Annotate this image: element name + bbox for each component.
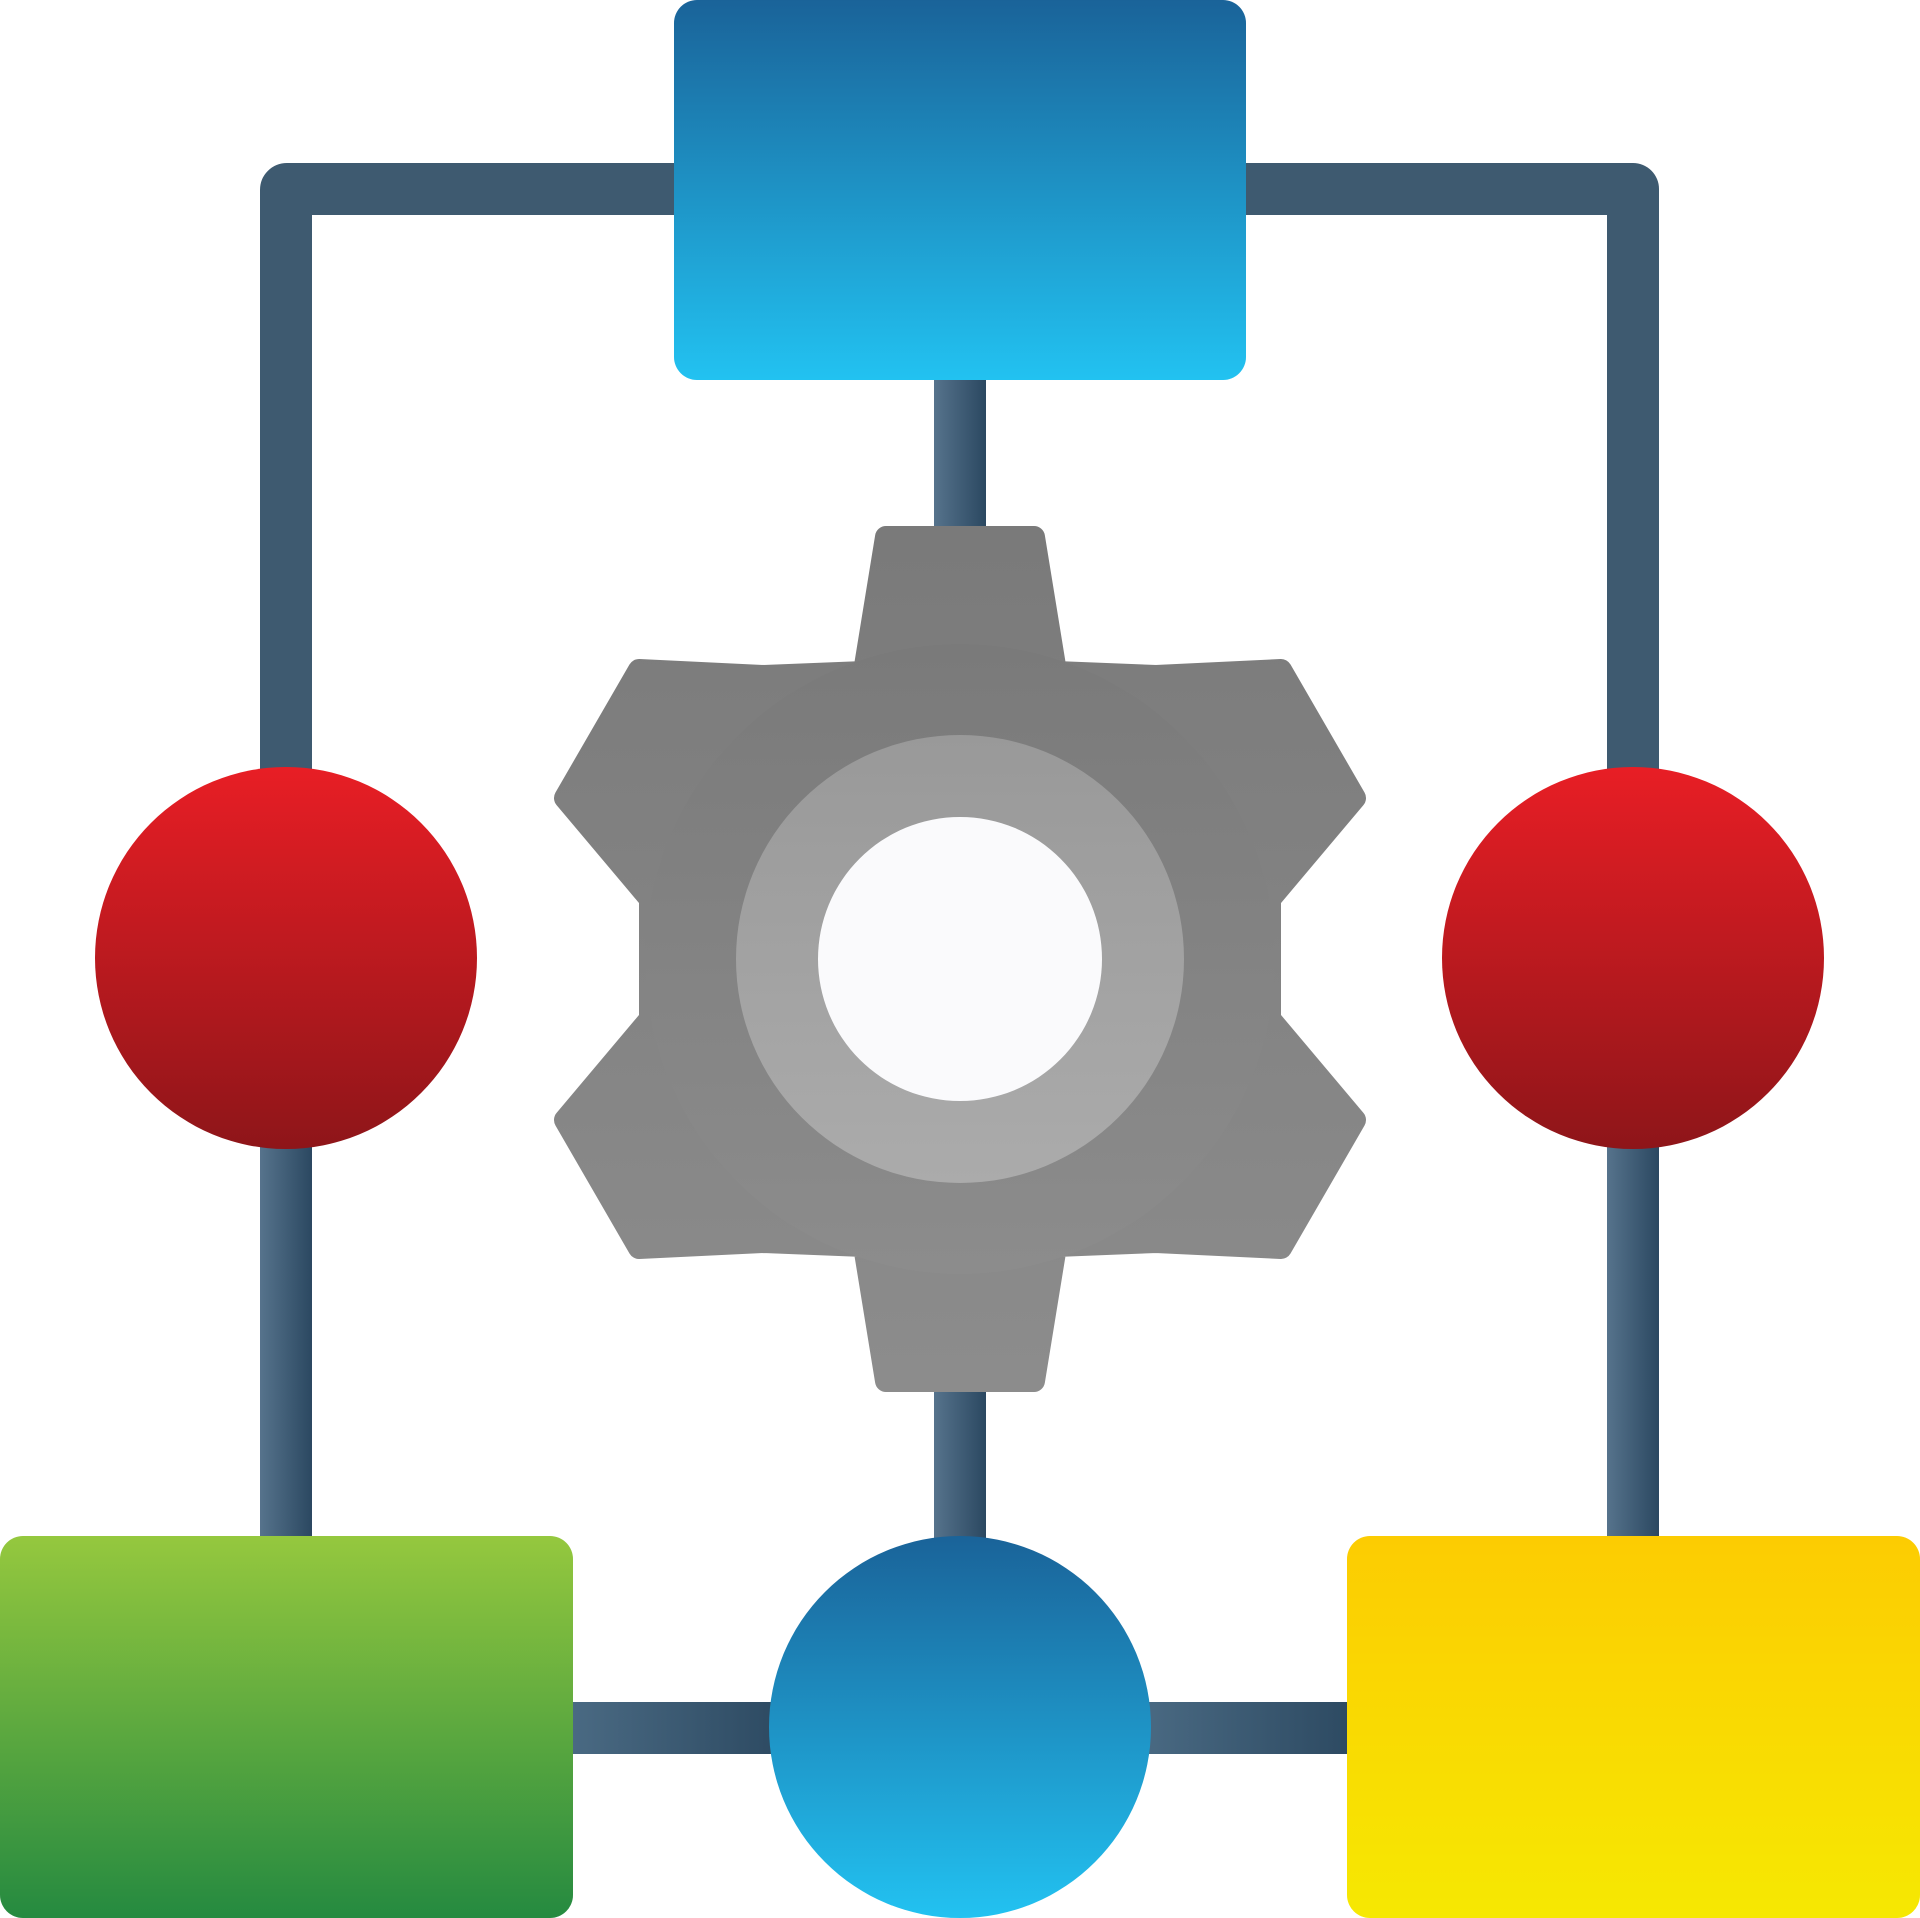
node-bottom-left-rectangle xyxy=(0,1536,573,1918)
node-left-circle xyxy=(95,767,477,1149)
connector-right-to-yellow xyxy=(1607,1140,1659,1540)
gear-icon xyxy=(554,526,1366,1392)
connector-green-to-bottom-circle xyxy=(570,1702,780,1754)
node-bottom-center-circle xyxy=(769,1536,1151,1918)
node-bottom-right-rectangle xyxy=(1347,1536,1920,1918)
connector-left-to-green xyxy=(260,1140,312,1540)
connector-gear-to-bottom xyxy=(934,1385,986,1545)
gear-center xyxy=(818,817,1102,1101)
node-right-circle xyxy=(1442,767,1824,1149)
connector-top-right xyxy=(1246,163,1659,770)
connector-top-to-gear xyxy=(934,370,986,530)
connector-top-left xyxy=(260,163,674,770)
node-top-rectangle xyxy=(674,0,1246,380)
connector-bottom-circle-to-yellow xyxy=(1140,1702,1350,1754)
